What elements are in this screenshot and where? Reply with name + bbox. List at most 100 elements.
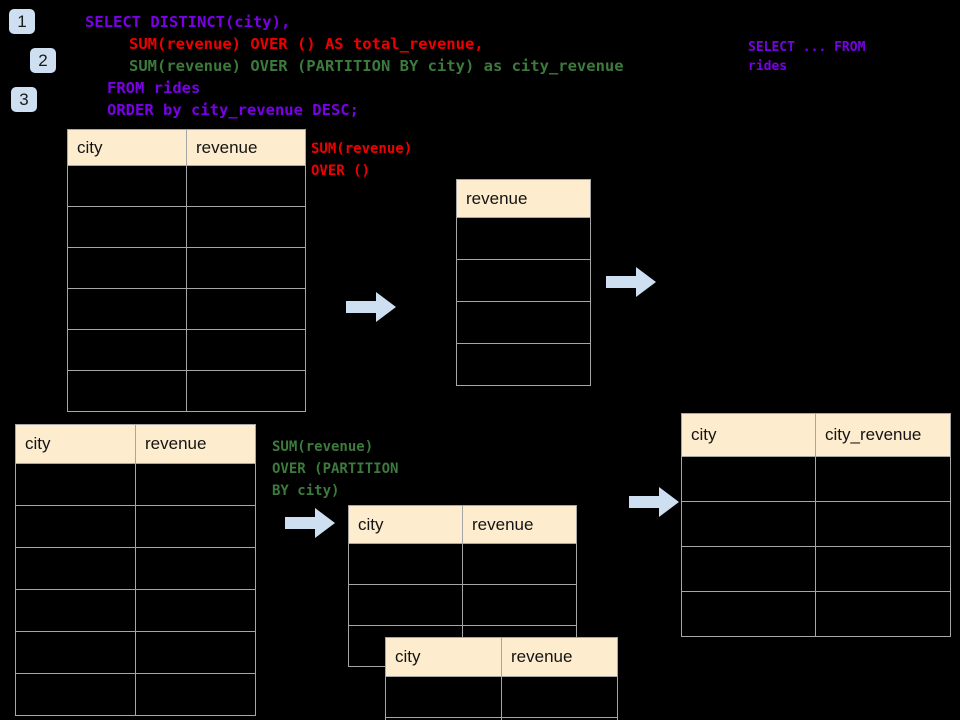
cell-city [15,673,136,716]
table-row [67,206,306,248]
cell-revenue [135,589,256,632]
sql-line-sum-over-partition: SUM(revenue) OVER (PARTITION BY city) as… [129,57,624,75]
cell-city [67,329,187,371]
sql-line-order-by: ORDER by city_revenue DESC; [107,101,359,119]
table-row [15,589,256,632]
table-row [15,463,256,506]
column-header-revenue: revenue [456,179,591,218]
step-badge-1: 1 [9,9,35,34]
table-row [681,591,951,637]
table-header-row: city revenue [15,424,256,464]
table-partition-b: city revenue [385,637,618,720]
arrow-total-to-result [606,267,656,297]
cell-revenue [456,343,591,386]
sql-line-from-rides: FROM rides [107,79,201,97]
cell-revenue [186,370,306,412]
column-header-city: city [348,505,463,544]
cell-revenue [186,288,306,330]
cell-revenue [135,547,256,590]
table-row [348,584,577,626]
cell-revenue [462,584,577,626]
cell-revenue [135,673,256,716]
table-row [15,673,256,716]
sql-aside-select-from-rides: SELECT ... FROM rides [748,40,866,74]
table-row [385,676,618,718]
cell-city [681,546,816,592]
cell-revenue [135,463,256,506]
table-row [681,456,951,502]
table-row [67,329,306,371]
table-row [67,247,306,289]
cell-revenue [135,631,256,674]
step-badge-3: 3 [11,87,37,112]
cell-city [15,463,136,506]
cell-city [67,288,187,330]
cell-revenue [501,676,618,718]
cell-revenue [186,329,306,371]
cell-revenue [186,247,306,289]
table-row [456,259,591,302]
cell-revenue [501,717,618,720]
cell-city-revenue [815,546,951,592]
arrow-source-to-partition [285,508,335,538]
column-header-revenue: revenue [135,424,256,464]
column-header-revenue: revenue [186,129,306,166]
cell-city [681,456,816,502]
table-source-bottom: city revenue [15,424,256,716]
cell-city [348,584,463,626]
table-header-row: city city_revenue [681,413,951,457]
cell-revenue [456,259,591,302]
cell-city [67,247,187,289]
cell-city [681,591,816,637]
table-row [15,505,256,548]
table-row [456,301,591,344]
table-row [385,717,618,720]
cell-city [67,206,187,248]
table-header-row: city revenue [348,505,577,544]
table-row [681,546,951,592]
sql-line-sum-over-empty: SUM(revenue) OVER () AS total_revenue, [129,35,484,53]
step-badge-2: 2 [30,48,56,73]
cell-city-revenue [815,456,951,502]
column-header-city: city [385,637,502,677]
cell-city [67,165,187,207]
arrow-source-to-total [346,292,396,322]
table-row [15,547,256,590]
annotation-over-empty: SUM(revenue) OVER () [311,141,413,179]
cell-city [15,589,136,632]
column-header-city-revenue: city_revenue [815,413,951,457]
table-source-top: city revenue [67,129,306,412]
table-row [67,370,306,412]
arrow-partition-to-result [629,487,679,517]
column-header-city: city [681,413,816,457]
table-row [456,343,591,386]
cell-city [15,505,136,548]
cell-revenue [456,217,591,260]
cell-city [681,501,816,547]
cell-revenue [456,301,591,344]
table-header-row: revenue [456,179,591,218]
table-total-revenue: revenue [456,179,591,386]
table-row [456,217,591,260]
table-row [15,631,256,674]
cell-city [67,370,187,412]
cell-revenue [186,206,306,248]
table-header-row: city revenue [67,129,306,166]
table-result: city city_revenue [681,413,951,637]
column-header-revenue: revenue [462,505,577,544]
column-header-city: city [15,424,136,464]
cell-revenue [135,505,256,548]
cell-city [348,543,463,585]
cell-revenue [462,543,577,585]
table-row [67,165,306,207]
cell-revenue [186,165,306,207]
cell-city [15,631,136,674]
table-row [681,501,951,547]
cell-city-revenue [815,591,951,637]
column-header-city: city [67,129,187,166]
table-row [348,543,577,585]
annotation-over-partition: SUM(revenue) OVER (PARTITION BY city) [272,439,399,499]
cell-city [385,676,502,718]
column-header-revenue: revenue [501,637,618,677]
cell-city [15,547,136,590]
